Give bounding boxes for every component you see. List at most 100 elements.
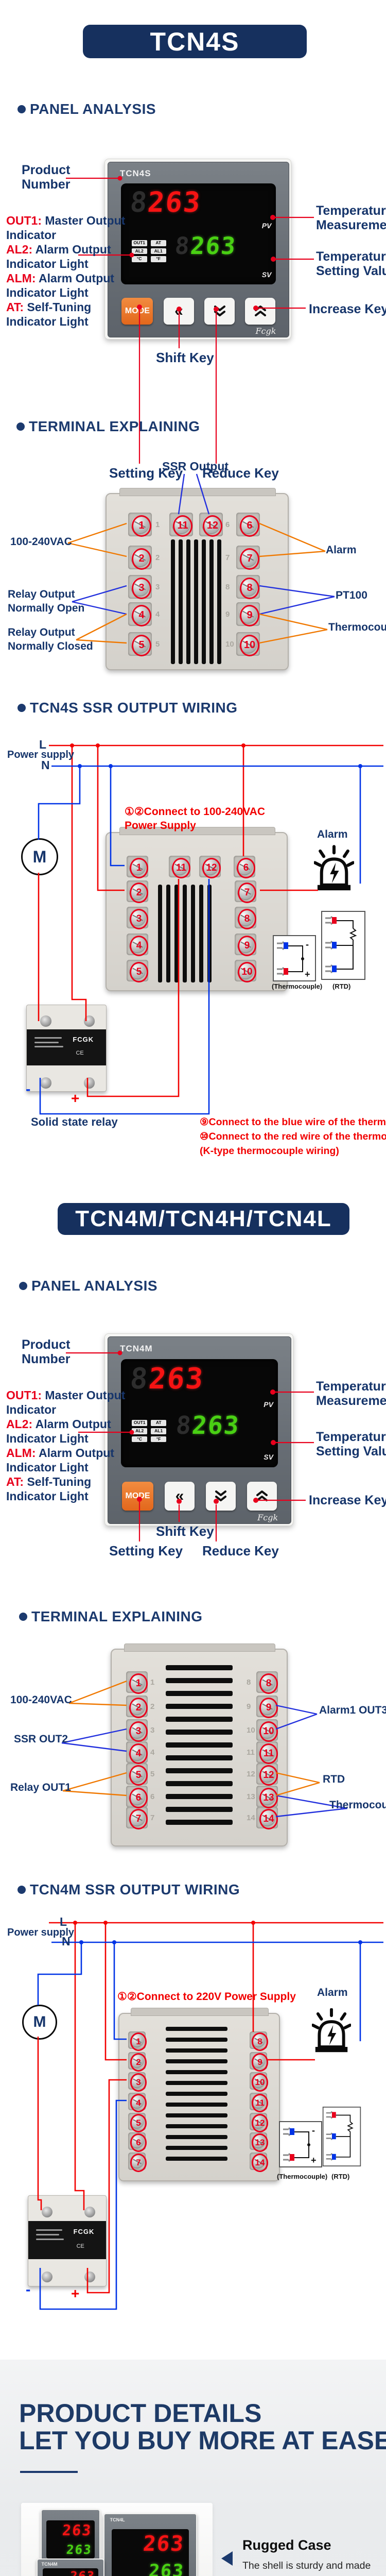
bullet-icon bbox=[17, 704, 26, 712]
ssr-body: FCGK CE bbox=[27, 1029, 106, 1065]
terminal-number: 12 bbox=[203, 515, 222, 537]
tcn4m-banner-label: TCN4M/TCN4H/TCN4L bbox=[75, 1206, 332, 1231]
label-temp-setting-1: Temperature Setting Value bbox=[316, 249, 386, 278]
shift-key: « bbox=[164, 1481, 195, 1511]
label-minus-2: - bbox=[26, 2281, 31, 2297]
mini-device: TCN4M263263 bbox=[37, 2558, 104, 2576]
thermocouple-diagram: - + bbox=[273, 935, 316, 984]
rear-lip bbox=[130, 2008, 269, 2016]
label-vac-2: 100-240VAC bbox=[10, 1694, 72, 1706]
ssr-spec-line bbox=[36, 2238, 64, 2240]
ssr-screw-hole bbox=[83, 1077, 95, 1089]
device-buttons: MODE« bbox=[121, 297, 275, 325]
molded-number: 1 bbox=[150, 1678, 155, 1687]
ssr-screw-hole bbox=[40, 1015, 51, 1027]
ssr-ce: CE bbox=[76, 2243, 84, 2249]
label-setting-key-2: Setting Key bbox=[109, 1543, 183, 1558]
label-plus-1: + bbox=[71, 1090, 80, 1106]
label-shift-key-1: Shift Key bbox=[156, 350, 214, 365]
terminal-number: 3 bbox=[129, 1721, 148, 1742]
terminal-number: 11 bbox=[259, 1743, 278, 1764]
vent-slot bbox=[166, 2048, 227, 2053]
ssr-ce: CE bbox=[76, 1050, 84, 1057]
terminal-number: 9 bbox=[240, 605, 259, 626]
sv-value: 263 bbox=[190, 1411, 241, 1440]
label-plus-2: + bbox=[71, 2285, 80, 2301]
vent-slot bbox=[166, 1717, 233, 1722]
ssr-screw-hole bbox=[83, 1015, 95, 1027]
terminal-number: 2 bbox=[130, 2053, 147, 2072]
label-temp-measurement-1: Temperature Measurement bbox=[316, 204, 386, 232]
label-w2-L: L bbox=[60, 1915, 67, 1928]
molded-number: 10 bbox=[247, 1726, 255, 1735]
terminal-number: 11 bbox=[173, 515, 192, 537]
caption-rtd-1: (RTD) bbox=[332, 982, 351, 990]
ssr-screw-hole bbox=[84, 2207, 95, 2218]
vent-slot bbox=[166, 1730, 233, 1735]
bullet-icon bbox=[19, 1282, 27, 1290]
reduce-key bbox=[205, 1481, 236, 1511]
rtd-diagram bbox=[321, 911, 365, 982]
rugged-case-photo: 263263TCN4L263263TCN4M263263 bbox=[21, 2503, 213, 2576]
vent-slot bbox=[166, 1678, 233, 1683]
shift-key: « bbox=[164, 297, 194, 325]
terminal-number: 2 bbox=[132, 548, 151, 570]
ssr-screw-hole bbox=[40, 1077, 51, 1089]
molded-number: 3 bbox=[155, 583, 160, 591]
ssr-screw-hole bbox=[41, 2207, 52, 2218]
label-w2-N: N bbox=[62, 1935, 71, 1948]
bullet-icon bbox=[17, 1886, 26, 1894]
tcn4s-banner: TCN4S bbox=[83, 25, 307, 58]
vent-slot bbox=[202, 539, 206, 664]
indicator-C: °C bbox=[132, 1436, 148, 1443]
ssr-spec-line bbox=[34, 1041, 59, 1043]
caption-thermocouple-2: (Thermocouple) bbox=[277, 2173, 328, 2180]
label-ssr-out2: SSR OUT2 bbox=[14, 1733, 68, 1745]
molded-number: 11 bbox=[247, 1748, 255, 1757]
vent-slot bbox=[209, 539, 214, 664]
model-label: TCN4M bbox=[120, 1343, 153, 1353]
vent-slot bbox=[191, 885, 195, 982]
vent-slot bbox=[179, 539, 183, 664]
ssr-brand: FCGK bbox=[73, 1036, 94, 1044]
terminal-number: 1 bbox=[130, 858, 148, 878]
brand-logo: Fcgk bbox=[257, 1513, 278, 1523]
vent-slot bbox=[166, 2157, 227, 2161]
vent-slot bbox=[166, 1768, 233, 1773]
molded-number: 8 bbox=[225, 583, 230, 591]
svg-text:+: + bbox=[305, 969, 310, 979]
ssr-spec-line bbox=[34, 1037, 62, 1039]
terminal-number: 5 bbox=[130, 2114, 147, 2132]
model-label: TCN4S bbox=[119, 168, 151, 178]
molded-number: 14 bbox=[247, 1814, 255, 1822]
label-w2-alarm: Alarm bbox=[317, 1987, 348, 1998]
terminal-number: 12 bbox=[202, 858, 221, 878]
ssr-spec-line bbox=[36, 2229, 63, 2231]
terminal-number: 10 bbox=[259, 1721, 278, 1742]
rear-lip bbox=[124, 1643, 276, 1652]
alarm-lamp-icon bbox=[311, 2008, 352, 2053]
terminal-number: 10 bbox=[240, 635, 259, 656]
terminal-number: 7 bbox=[240, 548, 259, 570]
caption-thermocouple-1: (Thermocouple) bbox=[272, 982, 323, 990]
divider bbox=[20, 2471, 78, 2473]
terminal-number: 1 bbox=[130, 2032, 147, 2051]
label-reduce-key-1: Reduce Key bbox=[202, 465, 279, 481]
vent-slot bbox=[166, 1665, 233, 1670]
molded-number: 5 bbox=[155, 640, 160, 649]
terminal-number: 8 bbox=[259, 1673, 278, 1694]
terminal-number: 3 bbox=[130, 909, 148, 929]
indicator-AT: AT bbox=[151, 1420, 167, 1426]
vent-slot bbox=[186, 539, 190, 664]
molded-number: 2 bbox=[155, 553, 160, 562]
molded-number: 9 bbox=[247, 1702, 251, 1711]
terminal-number: 6 bbox=[240, 515, 259, 537]
svg-text:-: - bbox=[312, 2125, 315, 2136]
rugged-case-text: The shell is sturdy and made offlame-ret… bbox=[242, 2560, 371, 2571]
